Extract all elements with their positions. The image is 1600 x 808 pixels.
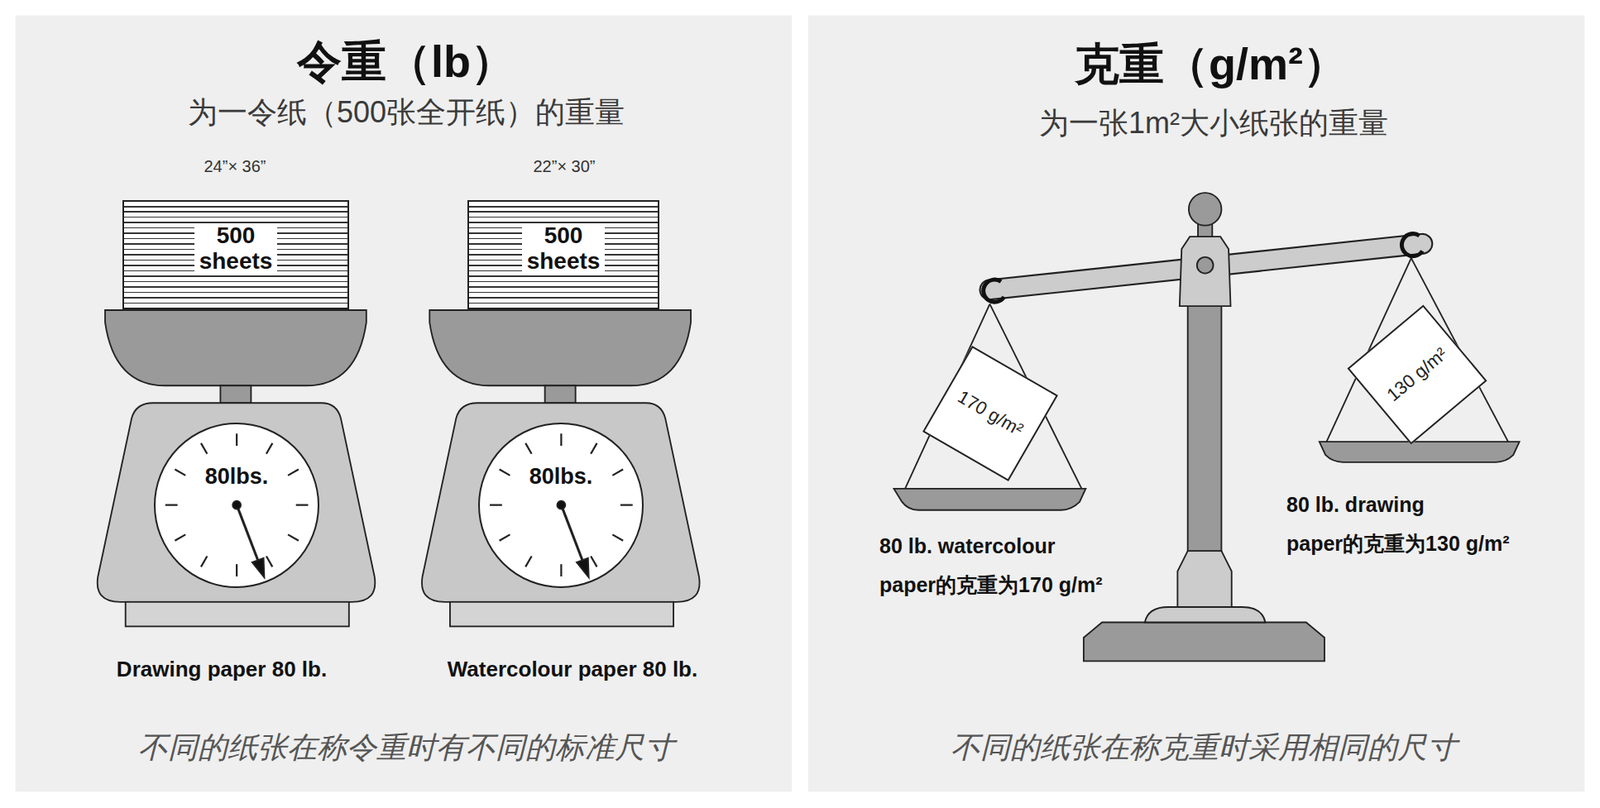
dial-reading: 80lbs. [205, 463, 269, 490]
kitchen-scale [421, 310, 700, 627]
dial-tick [287, 469, 299, 475]
panel-title: 令重（lb） [297, 34, 516, 89]
balance-pan [1319, 441, 1520, 463]
balance-collar [1177, 550, 1232, 608]
scale-pan [105, 310, 367, 386]
panel-caption: 不同的纸张在称令重时有不同的标准尺寸 [138, 729, 675, 766]
dial-tick [266, 443, 273, 455]
scale-pan [429, 310, 691, 386]
dial-tick [287, 534, 299, 541]
panel-subtitle: 为一张1m²大小纸张的重量 [1039, 105, 1389, 141]
dial-ticks [489, 433, 633, 577]
panel-ground [808, 15, 1586, 793]
stack-label: 500 sheets [522, 223, 606, 275]
paper-label: 130 g/m² [1382, 343, 1452, 407]
scale-label: Watercolour paper 80 lb. [447, 656, 698, 683]
panel-title: 克重（g/m²） [1074, 37, 1348, 92]
kitchen-scale [97, 310, 376, 627]
scale-label: Drawing paper 80 lb. [116, 656, 327, 683]
dial-tick [590, 556, 597, 568]
dial-tick [620, 504, 633, 507]
size-label: 22”× 30” [532, 157, 595, 177]
dial-tick [489, 504, 503, 507]
dial-tick [499, 534, 511, 541]
dial-reading: 80lbs. [529, 463, 594, 490]
scale-body [97, 402, 376, 603]
balance-base [1083, 622, 1325, 662]
dial-hub [556, 501, 566, 510]
dial-tick [235, 564, 238, 577]
scale-neck [220, 385, 251, 403]
paper-label: 170 g/m² [953, 386, 1027, 441]
size-label: 24”× 36” [203, 157, 266, 177]
dial-hand-head [252, 558, 265, 578]
scale-base [125, 602, 350, 628]
scale-dial: 80lbs. [478, 422, 644, 589]
hook-ring [983, 279, 1005, 302]
panel: 克重（g/m²） 为一张1m²大小纸张的重量不同的纸张在称克重时采用相同的尺寸 17… [808, 15, 1585, 792]
balance-post [1188, 306, 1222, 551]
dial-face [154, 423, 318, 587]
note-label: 80 lb. watercolour paper的克重为170 g/m² [879, 526, 1161, 605]
paper-sheet: 130 g/m² [1346, 304, 1487, 445]
paper-stack: 500 sheets [122, 200, 350, 310]
paper-stack: 500 sheets [467, 200, 660, 310]
dial-tick [560, 433, 562, 446]
dial-tick [266, 556, 273, 568]
dial-tick [165, 504, 178, 507]
balance-pivot-pin [1197, 257, 1214, 274]
dial-tick [174, 469, 186, 475]
dial-tick [525, 443, 532, 455]
scale-body [421, 402, 700, 603]
paper-sheet: 170 g/m² [922, 345, 1059, 482]
stack-label: 500 sheets [194, 223, 278, 275]
dial-hand-head [576, 558, 590, 578]
dial-hand [236, 505, 259, 561]
dial-tick [296, 504, 309, 507]
hook-ring [1401, 234, 1423, 257]
dial-tick [590, 443, 597, 455]
dial-tick [174, 534, 186, 541]
dial-tick [612, 534, 623, 541]
panel-ground [15, 15, 793, 793]
dial-tick [525, 556, 532, 568]
panel-caption: 不同的纸张在称克重时采用相同的尺寸 [950, 729, 1457, 766]
dial-tick [201, 443, 207, 455]
dial-face [479, 423, 643, 587]
scale-neck [545, 385, 576, 403]
dial-tick [499, 469, 511, 475]
scale-dial: 80lbs. [153, 422, 320, 589]
dial-tick [201, 556, 207, 568]
balance-pivot [1179, 236, 1232, 307]
dial-hand [560, 505, 583, 561]
dial-tick [560, 564, 562, 577]
dial-tick [235, 433, 238, 446]
note-label: 80 lb. drawing paper的克重为130 g/m² [1286, 485, 1568, 564]
balance-knob [1188, 192, 1222, 226]
dial-tick [612, 469, 623, 475]
dial-hub [232, 501, 241, 510]
balance-pan [893, 488, 1086, 511]
panel-subtitle: 为一令纸（500张全开纸）的重量 [187, 94, 625, 130]
scale-base [450, 602, 674, 628]
balance-pedestal [1144, 607, 1266, 623]
dial-ticks [165, 433, 309, 577]
